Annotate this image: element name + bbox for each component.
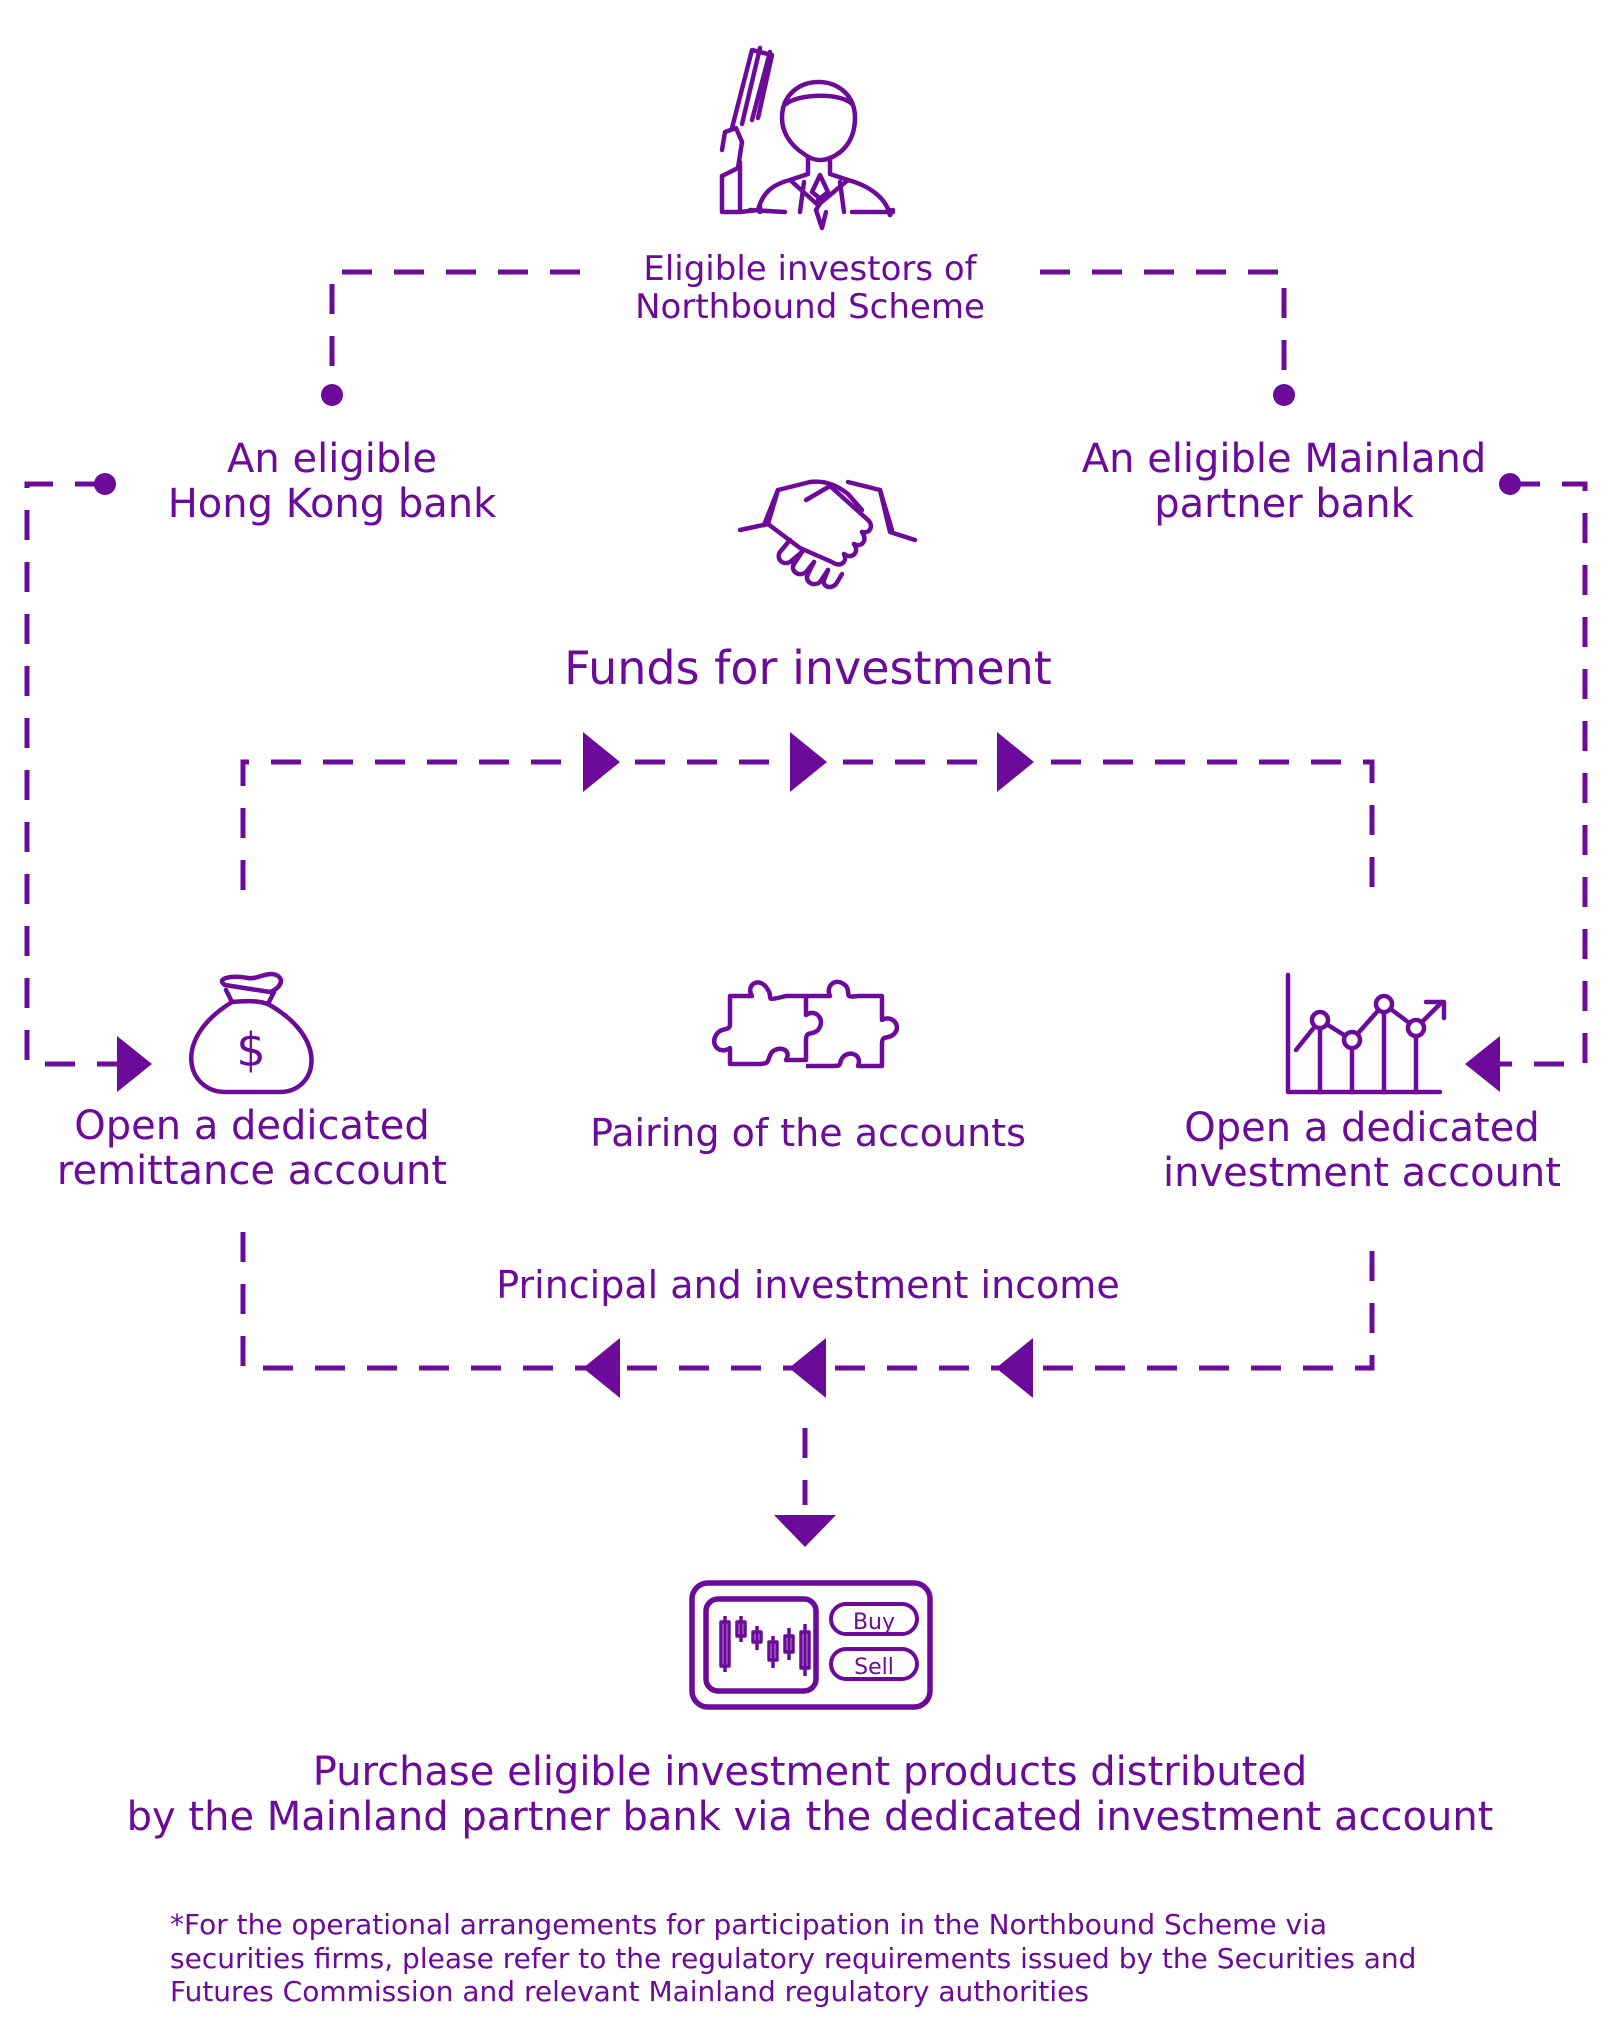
handshake-icon	[737, 479, 918, 590]
hk-bank-label: An eligible Hong Kong bank	[132, 437, 532, 527]
return-arrow-1	[996, 1338, 1033, 1398]
buy-button[interactable]	[829, 1602, 919, 1636]
mainland-bank-label: An eligible Mainland partner bank	[1054, 437, 1514, 527]
funds-label: Funds for investment	[564, 641, 1052, 695]
funds-arrow-2	[790, 732, 827, 792]
sell-label: Sell	[854, 1655, 894, 1680]
puzzle-icon	[712, 979, 900, 1069]
hk-bank-to-remittance-line	[24, 481, 145, 1067]
remittance-arrow	[117, 1036, 152, 1092]
investor-to-mainland-bank-line	[1040, 269, 1287, 395]
remittance-account-line1: Open a dedicated	[74, 1103, 430, 1149]
funds-arrow-3	[997, 732, 1034, 792]
sell-button[interactable]	[829, 1647, 919, 1681]
footnote: *For the operational arrangements for pa…	[170, 1908, 1417, 2009]
remittance-account-label: Open a dedicated remittance account	[52, 1104, 452, 1194]
mainland-bank-to-investment-line	[1470, 481, 1588, 1067]
hk-bank-dot	[321, 384, 343, 406]
investor-with-cash-icon	[719, 45, 896, 231]
investment-account-label: Open a dedicated investment account	[1160, 1106, 1564, 1196]
funds-arrow-1	[583, 732, 620, 792]
arrowheads	[117, 732, 1500, 1547]
connector-dots	[94, 384, 1521, 495]
return-label: Principal and investment income	[496, 1263, 1120, 1307]
return-arrow-2	[789, 1338, 826, 1398]
purchase-label-line2: by the Mainland partner bank via the ded…	[126, 1793, 1494, 1840]
purchase-label-line1: Purchase eligible investment products di…	[312, 1749, 1308, 1795]
investment-account-line1: Open a dedicated	[1184, 1105, 1540, 1151]
svg-text:$: $	[236, 1023, 265, 1077]
mainland-bank-label-line1: An eligible Mainland	[1081, 436, 1487, 482]
mainland-bank-side-dot	[1499, 473, 1521, 495]
candlestick-marks	[719, 1616, 811, 1676]
funds-flow-line	[240, 759, 1375, 890]
investor-label: Eligible investors of Northbound Scheme	[570, 250, 1050, 326]
money-bag-icon: $	[189, 971, 314, 1095]
remittance-account-line2: remittance account	[56, 1147, 448, 1194]
mainland-bank-label-line2: partner bank	[1154, 480, 1414, 527]
investor-label-line2: Northbound Scheme	[635, 287, 985, 328]
purchase-label: Purchase eligible investment products di…	[110, 1750, 1510, 1840]
investor-to-hk-bank-line	[329, 269, 580, 395]
investment-arrow	[1465, 1036, 1500, 1092]
hk-bank-side-dot	[94, 473, 116, 495]
return-arrow-3	[583, 1338, 620, 1398]
trading-panel-icon	[689, 1580, 933, 1710]
growth-chart-icon	[1285, 972, 1447, 1095]
investment-account-line2: investment account	[1163, 1149, 1561, 1196]
pairing-label: Pairing of the accounts	[590, 1111, 1026, 1155]
hk-bank-label-line2: Hong Kong bank	[167, 480, 497, 527]
hk-bank-label-line1: An eligible	[227, 436, 437, 482]
buy-label: Buy	[853, 1610, 895, 1635]
purchase-down-arrow	[774, 1515, 836, 1547]
mainland-bank-dot	[1273, 384, 1295, 406]
investor-label-line1: Eligible investors of	[643, 249, 977, 289]
